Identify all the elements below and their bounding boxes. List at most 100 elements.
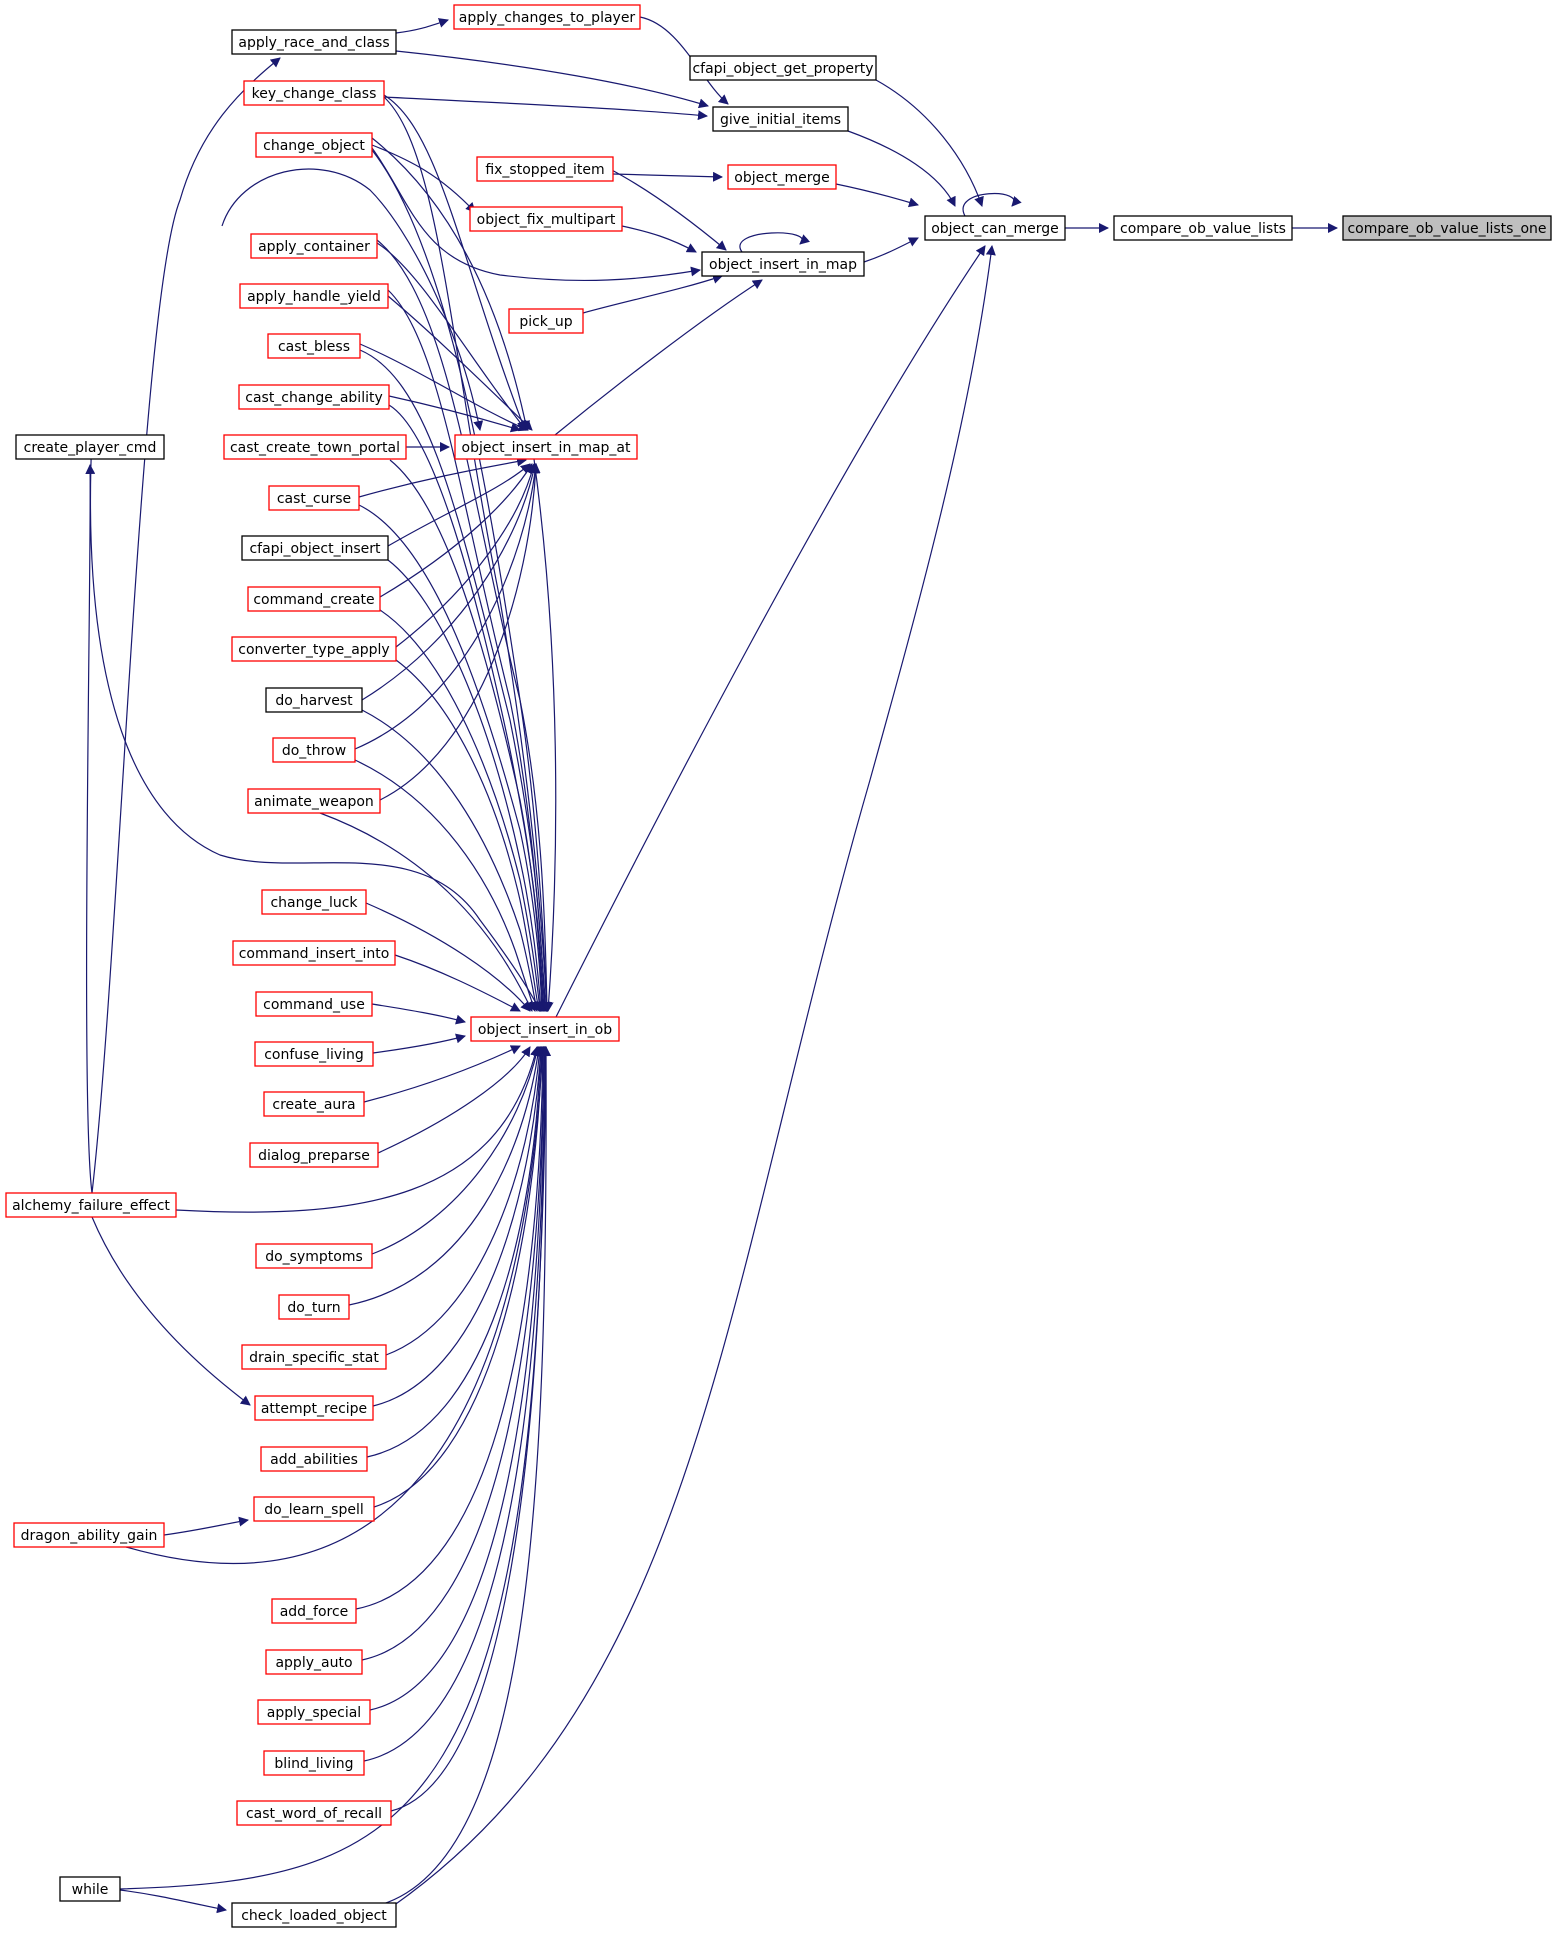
node-label: create_player_cmd	[24, 440, 157, 456]
node-object-merge[interactable]: object_merge	[727, 164, 837, 190]
edge-fix_stopped_item-to-object_merge	[612, 171, 723, 182]
node-converter-type-apply[interactable]: converter_type_apply	[231, 636, 397, 662]
edge-do_learn_spell-to-object_insert_in_ob	[373, 1046, 547, 1508]
node-object-fix-multipart[interactable]: object_fix_multipart	[469, 206, 623, 232]
node-object-insert-in-map[interactable]: object_insert_in_map	[701, 251, 865, 277]
node-box	[247, 586, 381, 612]
node-pick-up[interactable]: pick_up	[508, 308, 584, 334]
node-label: fix_stopped_item	[485, 162, 604, 178]
edge-object_fix_multipart-to-object_insert_in_map	[621, 225, 697, 253]
node-label: cast_create_town_portal	[230, 440, 400, 456]
node-label: object_insert_in_map_at	[462, 440, 632, 456]
node-apply-auto[interactable]: apply_auto	[265, 1649, 363, 1675]
node-do-learn-spell[interactable]: do_learn_spell	[253, 1496, 375, 1522]
node-box	[453, 4, 641, 30]
node-object-insert-in-ob[interactable]: object_insert_in_ob	[470, 1016, 620, 1042]
edge-change_object-to-object_fix_multipart	[371, 144, 476, 213]
node-box	[249, 1142, 379, 1168]
edge-object_insert_in_map-self	[739, 232, 811, 253]
edge-apply_race_and_class-to-give_initial_items	[395, 50, 709, 109]
node-compare-ob-value-lists[interactable]: compare_ob_value_lists	[1113, 215, 1293, 241]
node-label: command_use	[263, 997, 365, 1013]
node-apply-container[interactable]: apply_container	[250, 233, 378, 259]
node-dragon-ability-gain[interactable]: dragon_ability_gain	[13, 1522, 165, 1548]
node-cast-create-town-portal[interactable]: cast_create_town_portal	[223, 434, 407, 460]
node-label: add_abilities	[270, 1452, 358, 1468]
node-box	[59, 1876, 121, 1902]
node-label: cast_word_of_recall	[246, 1806, 382, 1822]
node-label: create_aura	[272, 1097, 355, 1113]
node-apply-changes-to-player[interactable]: apply_changes_to_player	[453, 4, 641, 30]
node-cast-curse[interactable]: cast_curse	[268, 485, 360, 511]
node-object-can-merge[interactable]: object_can_merge	[924, 215, 1066, 241]
node-command-use[interactable]: command_use	[255, 991, 373, 1017]
node-label: object_fix_multipart	[477, 212, 616, 228]
node-give-initial-items[interactable]: give_initial_items	[712, 106, 849, 132]
node-add-force[interactable]: add_force	[271, 1598, 357, 1624]
node-attempt-recipe[interactable]: attempt_recipe	[254, 1395, 374, 1421]
node-alchemy-failure-effect[interactable]: alchemy_failure_effect	[5, 1192, 177, 1218]
node-compare-ob-value-lists-one[interactable]: compare_ob_value_lists_one	[1342, 215, 1552, 241]
node-label: object_can_merge	[931, 221, 1059, 237]
edge-cfapi_object_insert-to-object_insert_in_map_at	[387, 463, 531, 547]
edge-cast_create_town_portal-to-object_insert_in_ob	[389, 459, 548, 1012]
node-label: while	[72, 1882, 109, 1898]
edge-apply_changes_to_player-to-give_initial_items	[639, 16, 729, 105]
node-blind-living[interactable]: blind_living	[263, 1750, 365, 1776]
node-label: command_create	[253, 592, 374, 608]
node-do-harvest[interactable]: do_harvest	[265, 687, 363, 713]
node-cfapi-object-insert[interactable]: cfapi_object_insert	[241, 535, 389, 561]
node-create-aura[interactable]: create_aura	[263, 1091, 365, 1117]
node-change-luck[interactable]: change_luck	[261, 889, 367, 915]
node-key-change-class[interactable]: key_change_class	[243, 80, 385, 106]
node-apply-race-and-class[interactable]: apply_race_and_class	[231, 29, 397, 55]
node-command-create[interactable]: command_create	[247, 586, 381, 612]
node-label: apply_auto	[275, 1655, 352, 1671]
node-box	[255, 991, 373, 1017]
node-drain-specific-stat[interactable]: drain_specific_stat	[241, 1344, 387, 1370]
node-do-throw[interactable]: do_throw	[272, 737, 356, 763]
node-create-player-cmd[interactable]: create_player_cmd	[15, 434, 165, 460]
node-box	[263, 1091, 365, 1117]
node-add-abilities[interactable]: add_abilities	[260, 1446, 368, 1472]
edge-cast_bless-to-object_insert_in_ob	[359, 349, 550, 1012]
edge-apply_race_and_class-loop-to-object_insert_in_map_at	[221, 168, 484, 431]
node-box	[470, 1016, 620, 1042]
node-do-turn[interactable]: do_turn	[278, 1294, 350, 1320]
node-box	[476, 156, 614, 182]
node-do-symptoms[interactable]: do_symptoms	[255, 1243, 373, 1269]
node-cfapi-object-get-property[interactable]: cfapi_object_get_property	[689, 55, 877, 81]
node-cast-change-ability[interactable]: cast_change_ability	[238, 384, 390, 410]
node-box	[469, 206, 623, 232]
node-box	[255, 132, 373, 158]
node-apply-special[interactable]: apply_special	[257, 1699, 371, 1725]
node-cast-word-of-recall[interactable]: cast_word_of_recall	[236, 1800, 392, 1826]
edge-alchemy_failure_effect-to-object_insert_in_ob	[175, 1046, 540, 1213]
node-check-loaded-object[interactable]: check_loaded_object	[231, 1902, 397, 1928]
edge-create_player_cmd-to-object_insert_in_ob	[89, 434, 541, 1012]
node-change-object[interactable]: change_object	[255, 132, 373, 158]
node-while[interactable]: while	[59, 1876, 121, 1902]
node-label: dialog_preparse	[258, 1148, 370, 1164]
node-label: key_change_class	[252, 86, 377, 102]
node-box	[1113, 215, 1293, 241]
node-confuse-living[interactable]: confuse_living	[254, 1041, 374, 1067]
node-command-insert-into[interactable]: command_insert_into	[232, 940, 396, 966]
node-dialog-preparse[interactable]: dialog_preparse	[249, 1142, 379, 1168]
edge-dragon_ability_gain-to-object_insert_in_ob	[125, 1046, 548, 1564]
node-label: blind_living	[274, 1756, 353, 1772]
node-box	[239, 283, 389, 309]
node-object-insert-in-map-at[interactable]: object_insert_in_map_at	[454, 434, 638, 460]
node-box	[231, 29, 397, 55]
node-box	[255, 1243, 373, 1269]
node-box	[924, 215, 1066, 241]
node-box	[15, 434, 165, 460]
node-label: check_loaded_object	[241, 1908, 387, 1924]
node-animate-weapon[interactable]: animate_weapon	[247, 788, 381, 814]
node-label: do_turn	[287, 1300, 340, 1316]
edge-drain_specific_stat-to-object_insert_in_ob	[385, 1046, 545, 1356]
node-fix-stopped-item[interactable]: fix_stopped_item	[476, 156, 614, 182]
node-apply-handle-yield[interactable]: apply_handle_yield	[239, 283, 389, 309]
node-cast-bless[interactable]: cast_bless	[267, 333, 361, 359]
edge-fix_stopped_item-to-object_insert_in_map	[607, 167, 727, 251]
